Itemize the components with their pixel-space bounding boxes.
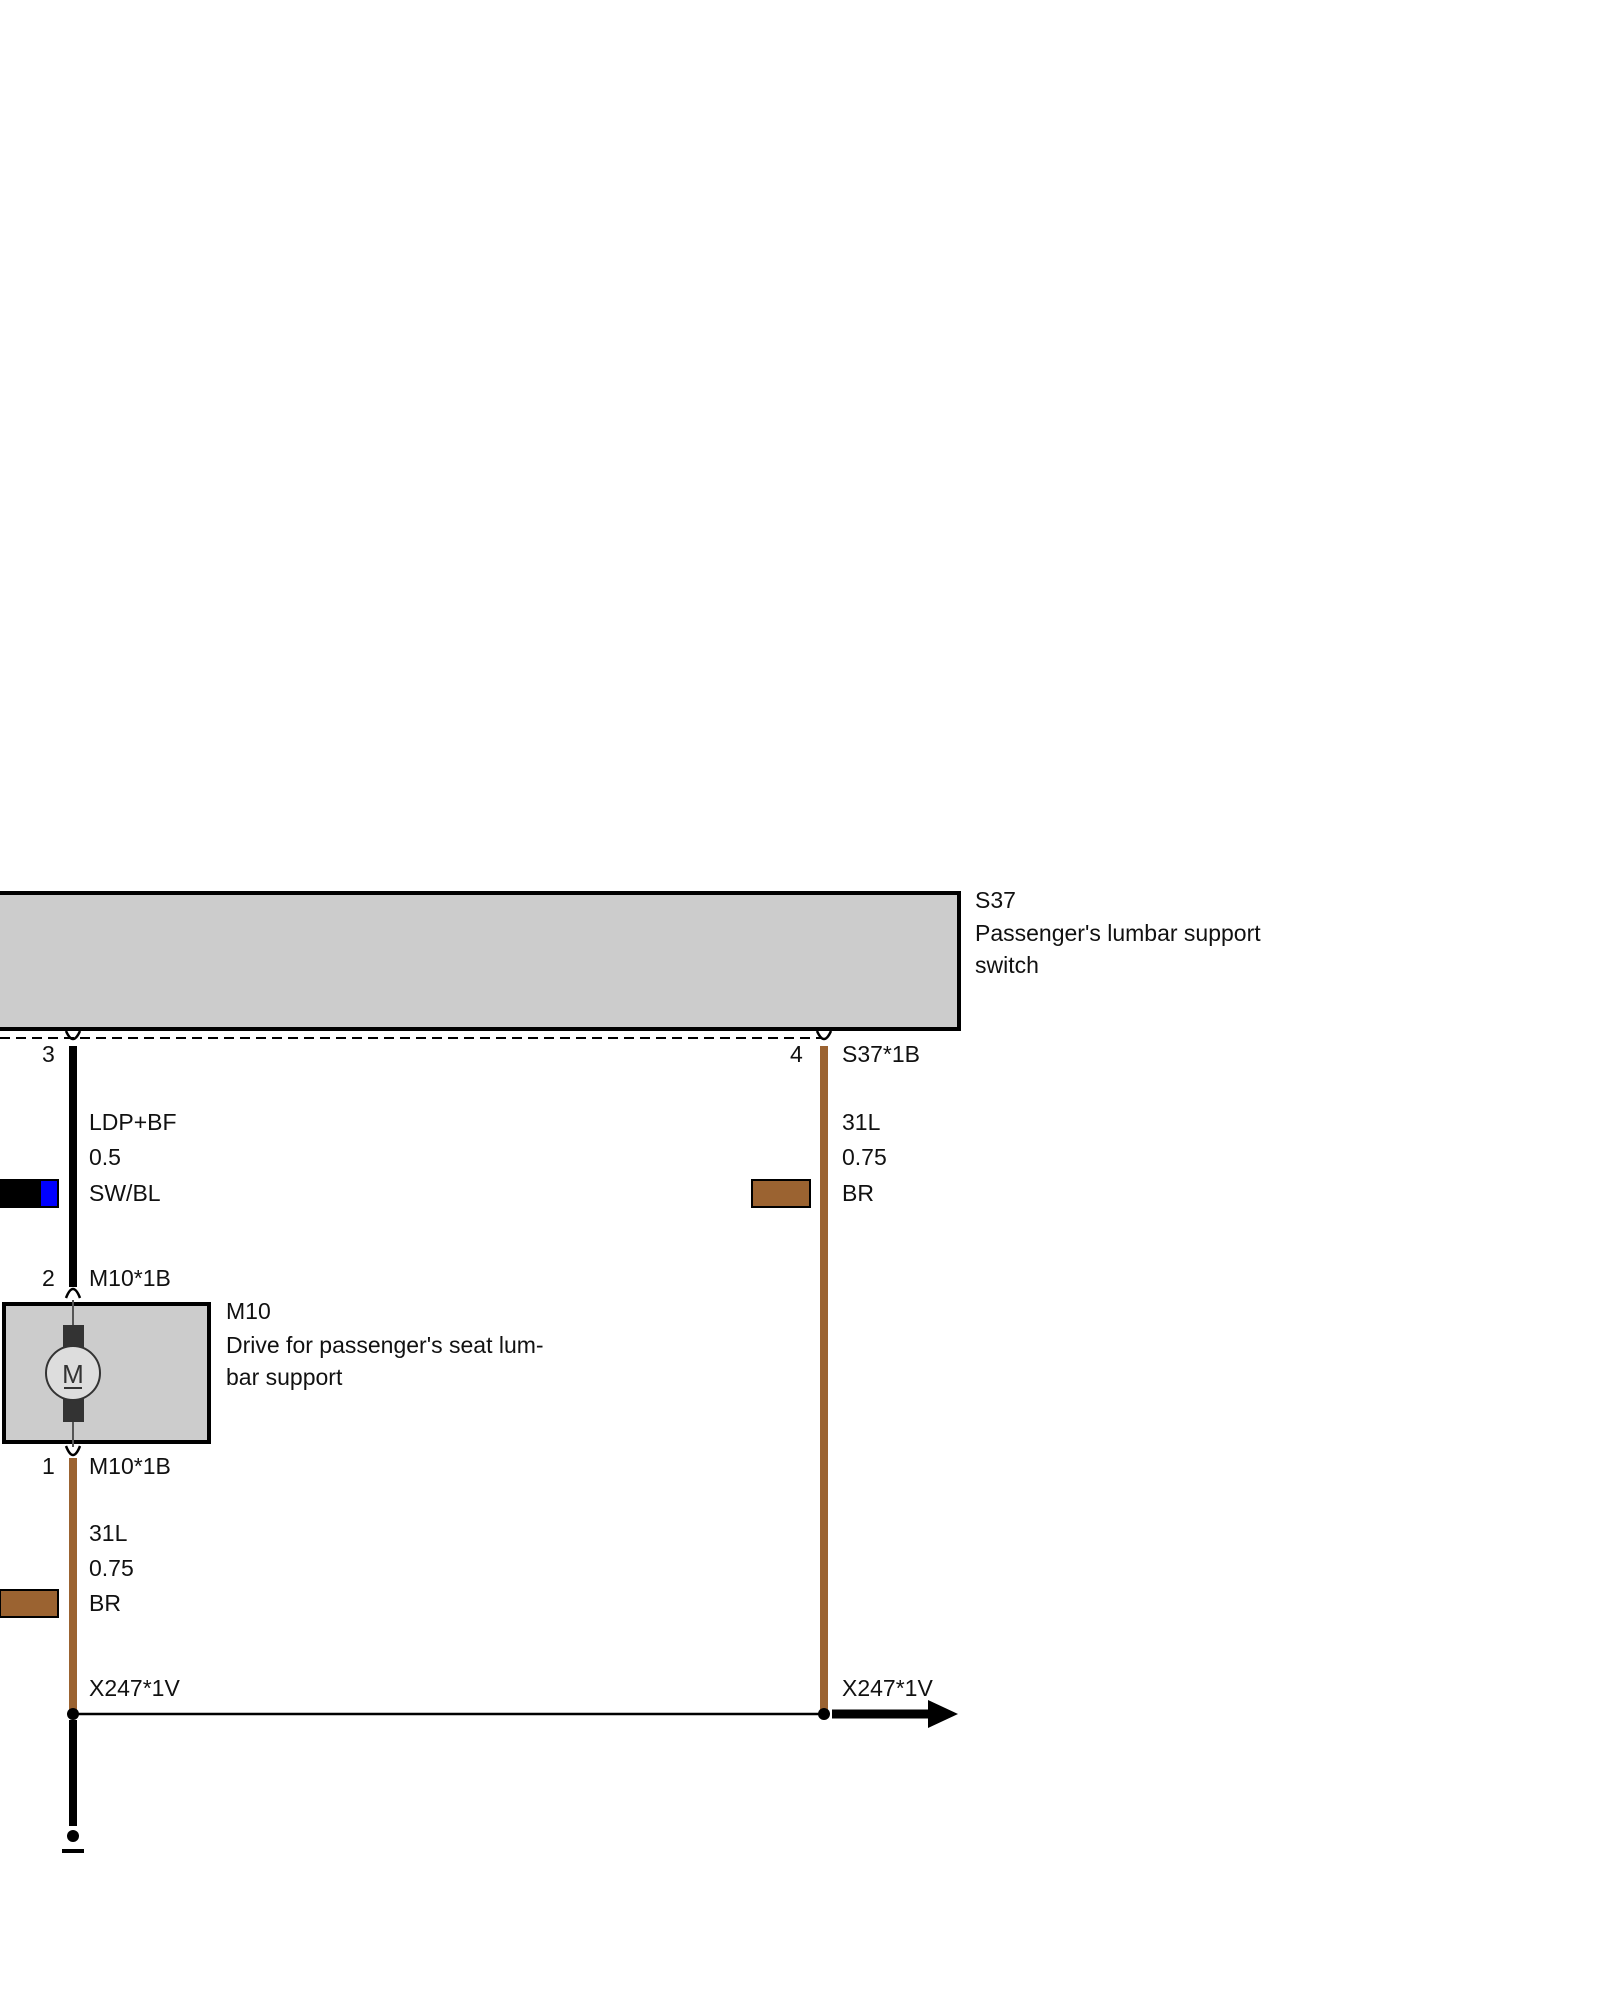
m10-id: M10 xyxy=(226,1298,271,1324)
s37-id: S37 xyxy=(975,887,1016,913)
m10-description-line2: bar support xyxy=(226,1364,343,1390)
m10-pin2-terminal xyxy=(64,1287,82,1299)
continuation-arrow-icon[interactable] xyxy=(928,1700,958,1728)
wire3-color-swatch xyxy=(0,1589,59,1618)
ground-left-connector-label: X247*1V xyxy=(89,1675,180,1701)
m10-pin1-label: 1 xyxy=(42,1453,55,1479)
wire1-signal: LDP+BF xyxy=(89,1109,177,1135)
ground-terminal-dot xyxy=(67,1830,79,1842)
s37-pin4-connector-label: S37*1B xyxy=(842,1041,920,1067)
s37-description-line2: switch xyxy=(975,952,1039,978)
m10-component-box[interactable] xyxy=(2,1302,211,1444)
wire2-gauge: 0.75 xyxy=(842,1144,887,1170)
m10-pin2-connector-label: M10*1B xyxy=(89,1265,171,1291)
m10-pin1-terminal xyxy=(64,1445,82,1457)
wire3-signal: 31L xyxy=(89,1520,128,1546)
ground-left-splice-dot xyxy=(67,1708,79,1720)
wire3-color-code: BR xyxy=(89,1590,121,1616)
m10-pin2-label: 2 xyxy=(42,1265,55,1291)
wire2-signal: 31L xyxy=(842,1109,881,1135)
wire1-color-code: SW/BL xyxy=(89,1180,161,1206)
wire2-color-code: BR xyxy=(842,1180,874,1206)
s37-description-line1: Passenger's lumbar support xyxy=(975,920,1261,946)
m10-description-line1: Drive for passenger's seat lum- xyxy=(226,1332,544,1358)
ground-right-connector-label: X247*1V xyxy=(842,1675,933,1701)
motor-letter: M xyxy=(62,1359,84,1389)
s37-pin3-terminal xyxy=(64,1030,82,1041)
s37-pin3-label: 3 xyxy=(42,1041,55,1067)
s37-component-box[interactable] xyxy=(0,891,961,1031)
wire3-gauge: 0.75 xyxy=(89,1555,134,1581)
motor-icon: M xyxy=(45,1300,101,1447)
ground-right-splice-dot xyxy=(818,1708,830,1720)
wire1-color-swatch xyxy=(0,1179,59,1208)
wire2-color-swatch xyxy=(751,1179,811,1208)
s37-pin4-terminal xyxy=(815,1030,833,1041)
wire1-gauge: 0.5 xyxy=(89,1144,121,1170)
m10-pin1-connector-label: M10*1B xyxy=(89,1453,171,1479)
s37-pin4-label: 4 xyxy=(790,1041,803,1067)
